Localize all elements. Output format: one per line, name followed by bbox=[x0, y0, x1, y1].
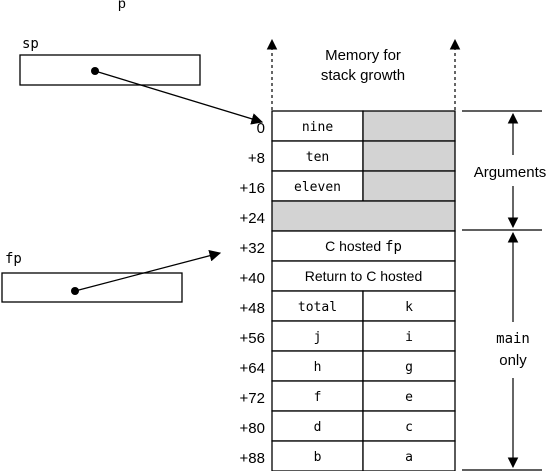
c-hosted-fp-word: C hosted bbox=[325, 238, 385, 254]
arg-nine-cell bbox=[271, 110, 364, 142]
offset-label: +16 bbox=[240, 180, 265, 197]
arg-ten-cell-text: ten bbox=[306, 150, 329, 165]
offset-label: +40 bbox=[240, 270, 265, 287]
offset-label: +56 bbox=[240, 330, 265, 347]
offset-label: +48 bbox=[240, 300, 265, 317]
offset-column: 0 +8 +16 +24 +32 +40 +48 +56 +64 +72 +80 +88 bbox=[240, 120, 265, 467]
c-hosted-fp-code: fp bbox=[385, 239, 402, 255]
fp-label: fp bbox=[5, 251, 22, 267]
shaded-cell bbox=[362, 110, 456, 142]
offset-label: 0 bbox=[257, 120, 265, 137]
local-var-cell bbox=[362, 350, 456, 382]
offset-label: +72 bbox=[240, 390, 265, 407]
local-var-i: i bbox=[405, 330, 413, 345]
arg-eleven-cell-text: eleven bbox=[294, 180, 341, 195]
memory-note-line2: stack growth bbox=[321, 67, 405, 84]
local-var-g: g bbox=[405, 360, 413, 375]
local-var-cell bbox=[362, 440, 456, 471]
return-address-cell bbox=[271, 260, 456, 292]
local-var-total: total bbox=[298, 300, 337, 315]
offset-label: +8 bbox=[248, 150, 265, 167]
local-var-cell bbox=[271, 410, 364, 442]
memory-note-line1: Memory for bbox=[325, 47, 401, 64]
offset-label: +64 bbox=[240, 360, 265, 377]
local-var-e: e bbox=[405, 390, 413, 405]
arguments-label: Arguments bbox=[474, 164, 547, 181]
fp-register-box bbox=[1, 272, 183, 303]
local-var-a: a bbox=[405, 450, 413, 465]
c-hosted-fp-text: C hosted fp bbox=[325, 238, 402, 255]
local-var-cell bbox=[271, 350, 364, 382]
shaded-cell bbox=[362, 170, 456, 202]
only-label: only bbox=[499, 352, 527, 369]
offset-label: +32 bbox=[240, 240, 265, 257]
arg-nine-cell-text: nine bbox=[302, 120, 333, 135]
local-var-k: k bbox=[405, 300, 413, 315]
offset-label: +88 bbox=[240, 450, 265, 467]
local-var-cell bbox=[271, 440, 364, 471]
sp-register-box bbox=[19, 54, 201, 86]
local-var-f: f bbox=[314, 390, 322, 405]
local-var-h: h bbox=[314, 360, 322, 375]
shaded-cell bbox=[362, 140, 456, 172]
local-var-j: j bbox=[314, 330, 322, 345]
local-var-b: b bbox=[314, 450, 322, 465]
padding-cell bbox=[271, 200, 456, 232]
offset-label: +80 bbox=[240, 420, 265, 437]
local-var-cell bbox=[271, 380, 364, 412]
local-var-cell bbox=[362, 320, 456, 352]
local-var-cell bbox=[271, 320, 364, 352]
main-label: main bbox=[496, 331, 530, 347]
local-var-cell bbox=[362, 380, 456, 412]
sp-pointer-arrow bbox=[94, 70, 264, 125]
c-hosted-fp-cell bbox=[271, 230, 456, 262]
offset-label: +24 bbox=[240, 210, 265, 227]
local-var-c: c bbox=[405, 420, 413, 435]
local-var-d: d bbox=[314, 420, 322, 435]
sp-label: sp bbox=[22, 36, 39, 52]
local-var-cell bbox=[362, 290, 456, 322]
fp-pointer-arrow bbox=[74, 250, 222, 292]
return-address-text: Return to C hosted bbox=[305, 268, 423, 284]
header-fragment: p bbox=[118, 0, 126, 11]
